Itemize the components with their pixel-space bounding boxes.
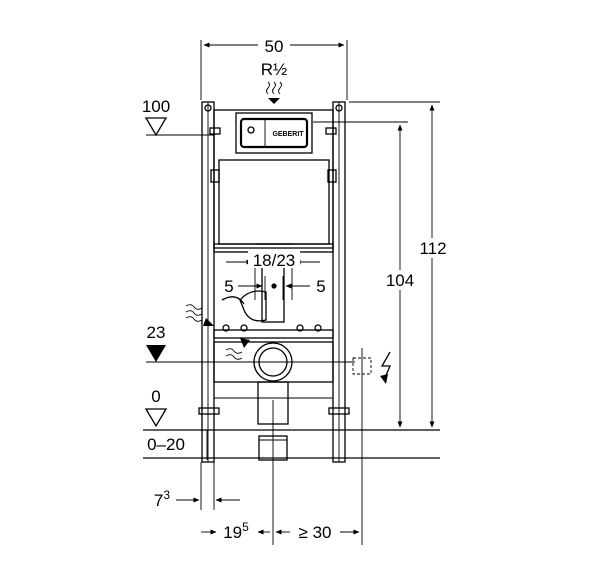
spacing-label: 18/23 bbox=[253, 251, 296, 270]
offset-left-label: 5 bbox=[224, 277, 233, 296]
bottom-19-sup: 5 bbox=[242, 520, 249, 534]
brand-label: GEBERIT bbox=[272, 131, 304, 138]
dimension-18-23: 18/23 bbox=[226, 250, 320, 300]
water-wave-icon bbox=[225, 338, 250, 360]
installation-frame: GEBERIT bbox=[198, 101, 350, 463]
bottom-19-label: 19 bbox=[223, 523, 242, 542]
lightning-icon bbox=[380, 351, 391, 384]
bottom-30-label: ≥ 30 bbox=[299, 523, 332, 542]
floor-range-label: 0–20 bbox=[147, 435, 185, 454]
dimension-offsets-5: 5 5 bbox=[224, 276, 326, 300]
dimension-bottom-19: 195 bbox=[201, 400, 363, 545]
thread-label: R½ bbox=[261, 60, 287, 79]
level-23-marker: 23 bbox=[146, 323, 355, 363]
level-100-label: 100 bbox=[142, 97, 170, 116]
electrical-box-icon bbox=[352, 348, 372, 440]
water-wave-icon bbox=[185, 304, 214, 326]
dimension-width-50: 50 bbox=[200, 36, 348, 100]
offset-right-label: 5 bbox=[316, 277, 325, 296]
water-inlet: R½ bbox=[261, 60, 287, 104]
svg-text:195: 195 bbox=[223, 520, 249, 542]
height-104-label: 104 bbox=[386, 271, 414, 290]
height-112-label: 112 bbox=[419, 239, 446, 258]
width-label: 50 bbox=[265, 37, 284, 56]
dimension-bottom-7: 73 bbox=[154, 462, 240, 510]
level-23-label: 23 bbox=[147, 323, 166, 342]
svg-text:73: 73 bbox=[154, 488, 170, 510]
dimension-height-112: 112 bbox=[349, 101, 452, 428]
floor-lines: 0–20 bbox=[143, 429, 440, 460]
dimension-bottom-30: ≥ 30 bbox=[275, 523, 360, 542]
water-wave-icon bbox=[266, 81, 282, 104]
level-0-marker: 0 bbox=[144, 387, 168, 428]
bottom-7-sup: 3 bbox=[163, 488, 170, 502]
level-100-marker: 100 bbox=[142, 97, 215, 137]
bottom-7-label: 7 bbox=[154, 491, 163, 510]
dimension-height-104: 104 bbox=[313, 121, 420, 428]
level-0-label: 0 bbox=[151, 387, 160, 406]
